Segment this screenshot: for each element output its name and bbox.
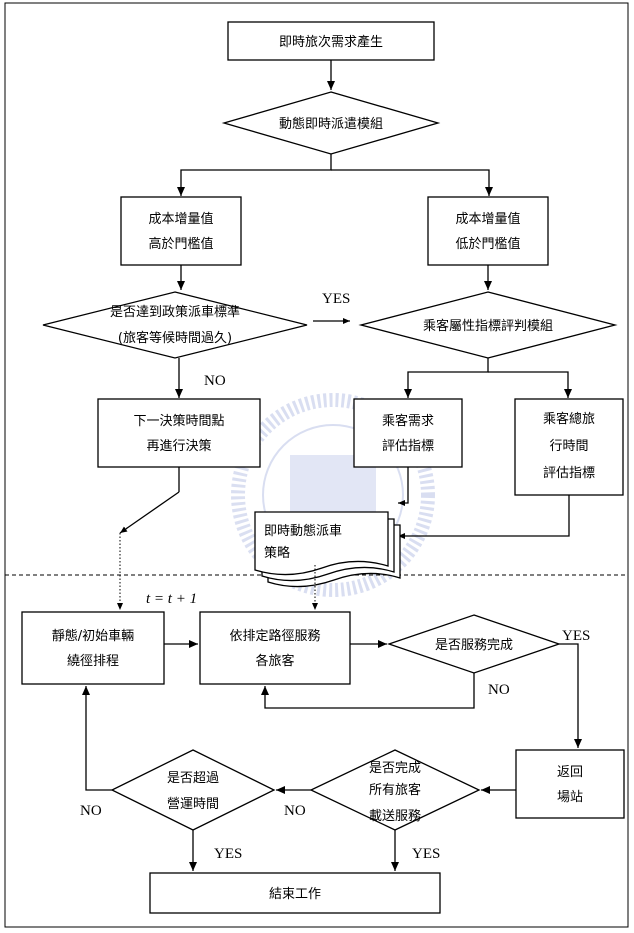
cost-low-box <box>427 196 549 266</box>
policy-check-line1: 是否達到政策派車標準 <box>110 304 240 320</box>
travel-time-index-box <box>514 398 624 496</box>
yes-label-overtime: YES <box>214 846 242 862</box>
policy-check-line2: (旅客等候時間過久) <box>118 330 232 346</box>
t-update-label: t = t + 1 <box>146 591 197 607</box>
vehicle-routing-line2: 繞徑排程 <box>67 654 119 669</box>
travel-time-line3: 評估指標 <box>543 466 595 481</box>
all-served-line3: 載送服務 <box>369 809 421 824</box>
demand-index-box <box>353 398 463 468</box>
no-label-service: NO <box>488 682 510 698</box>
request-text: 即時旅次需求產生 <box>279 34 383 50</box>
return-depot-box <box>515 749 625 819</box>
service-done-text: 是否服務完成 <box>435 638 513 653</box>
end-work-text: 結束工作 <box>269 887 321 902</box>
yes-label-service: YES <box>562 628 590 644</box>
dynamic-module-text: 動態即時派遣模組 <box>279 116 383 132</box>
yes-label-policy: YES <box>322 291 350 307</box>
outer-frame <box>4 2 629 928</box>
return-depot-line2: 場站 <box>557 790 583 805</box>
no-label-overtime: NO <box>80 803 102 819</box>
strategy-document <box>254 511 401 588</box>
over-time-line2: 營運時間 <box>167 797 219 812</box>
demand-index-line1: 乘客需求 <box>382 413 434 429</box>
over-time-diamond <box>110 749 276 831</box>
strategy-line1: 即時動態派車 <box>264 523 342 539</box>
policy-check-diamond <box>42 291 308 359</box>
cost-high-box <box>120 196 242 266</box>
vehicle-routing-line1: 靜態/初始車輛 <box>52 628 134 644</box>
no-label-allserved: NO <box>284 803 306 819</box>
strategy-line2: 策略 <box>264 545 290 561</box>
return-depot-line1: 返回 <box>557 765 583 780</box>
yes-label-allserved: YES <box>412 846 440 862</box>
cost-low-line2: 低於門檻值 <box>455 236 520 252</box>
all-served-line1: 是否完成 <box>369 761 421 776</box>
next-decision-line1: 下一決策時間點 <box>133 413 224 429</box>
cost-low-line1: 成本增量值 <box>455 211 520 227</box>
serve-route-line2: 各旅客 <box>255 653 294 669</box>
cost-high-line1: 成本增量值 <box>148 211 213 227</box>
passenger-module-text: 乘客屬性指標評判模組 <box>423 318 553 334</box>
cost-high-line2: 高於門檻值 <box>148 236 213 252</box>
vehicle-routing-box <box>21 611 165 685</box>
all-served-line2: 所有旅客 <box>369 782 421 798</box>
end-work-box <box>149 872 441 914</box>
travel-time-line2: 行時間 <box>549 439 588 454</box>
serve-route-box <box>199 611 351 685</box>
no-label-policy: NO <box>204 373 226 389</box>
demand-index-line2: 評估指標 <box>382 439 434 454</box>
travel-time-line1: 乘客總旅 <box>543 411 595 427</box>
next-decision-box <box>97 398 261 468</box>
serve-route-line1: 依排定路徑服務 <box>229 628 320 644</box>
next-decision-line2: 再進行決策 <box>146 438 211 454</box>
over-time-line1: 是否超過 <box>167 771 219 786</box>
